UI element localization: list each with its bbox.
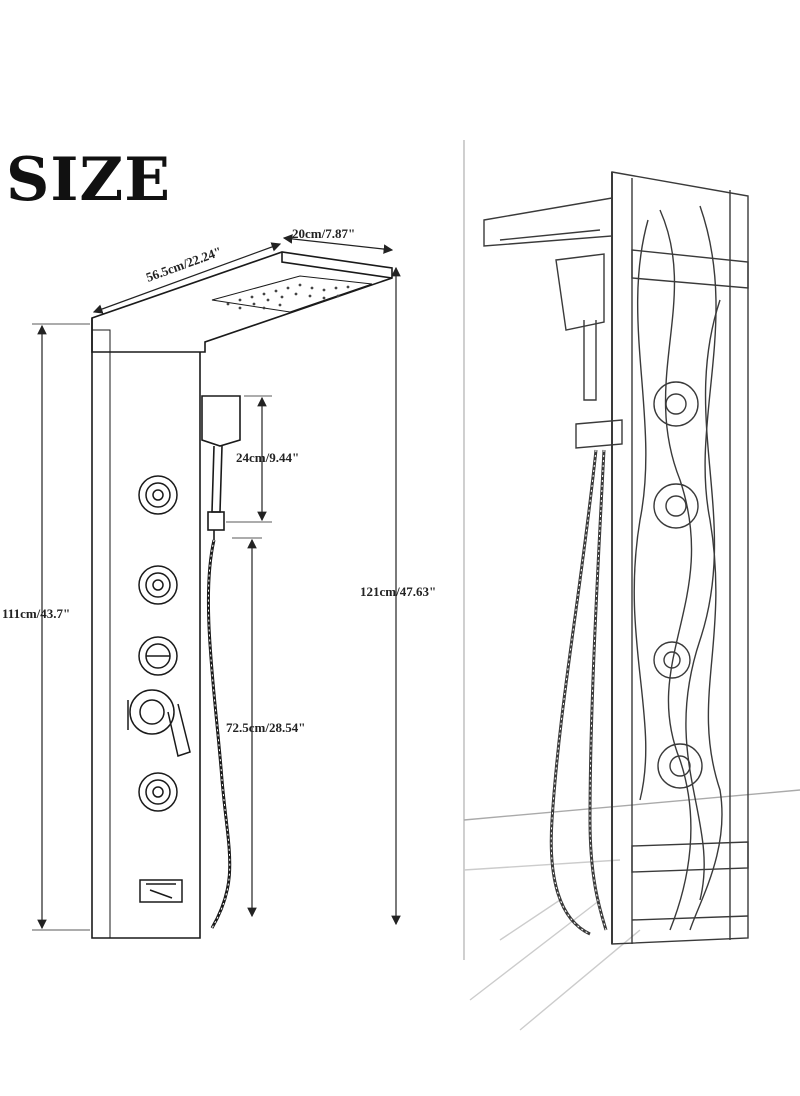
size-title: SIZE [6, 145, 171, 215]
handshower-height-label: 24cm/9.44" [236, 450, 299, 465]
diverter-knob [138, 636, 178, 676]
panel-height-label: 111cm/43.7" [2, 606, 70, 621]
body-jet-2 [138, 565, 178, 605]
hose-line [206, 539, 232, 929]
body-jet-1 [138, 475, 178, 515]
tub-spout [139, 879, 183, 903]
body-jet-3 [138, 772, 178, 812]
hose-length-label: 72.5cm/28.54" [226, 720, 305, 735]
interior-sketch [463, 140, 800, 1031]
depth-label: 20cm/7.87" [292, 226, 355, 241]
shower-panel-front [91, 251, 393, 939]
mixer-lever [127, 689, 191, 757]
hand-shower-icon [201, 395, 241, 540]
dimension-lines [32, 234, 401, 931]
total-height-label: 121cm/47.63" [360, 584, 436, 599]
